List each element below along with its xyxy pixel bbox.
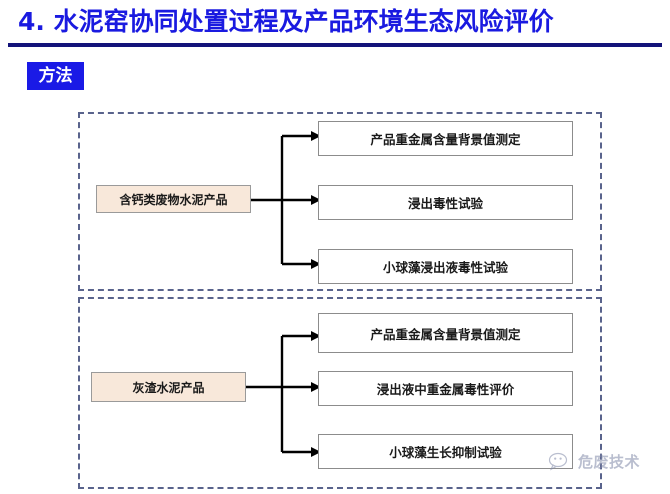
method-badge: 方法 [27,62,84,90]
watermark: 危废技术 [548,448,664,474]
diagram-panel-ash [78,297,602,489]
title-underline-rule [8,43,662,47]
target-box-ash-2: 浸出液中重金属毒性评价 [318,371,573,406]
target-box-ash-3: 小球藻生长抑制试验 [318,434,573,469]
watermark-text: 危废技术 [578,452,641,471]
target-box-ash-1: 产品重金属含量背景值测定 [318,313,573,353]
page-title: 4. 水泥窑协同处置过程及产品环境生态风险评价 [18,7,554,36]
diagram-panel-calcium [78,112,602,291]
source-box-calcium: 含钙类废物水泥产品 [96,185,251,213]
target-box-calcium-2: 浸出毒性试验 [318,185,573,220]
target-box-calcium-3: 小球藻浸出液毒性试验 [318,249,573,284]
source-box-ash: 灰渣水泥产品 [91,372,246,402]
target-box-calcium-1: 产品重金属含量背景值测定 [318,121,573,156]
wechat-bubble-icon [548,452,568,471]
